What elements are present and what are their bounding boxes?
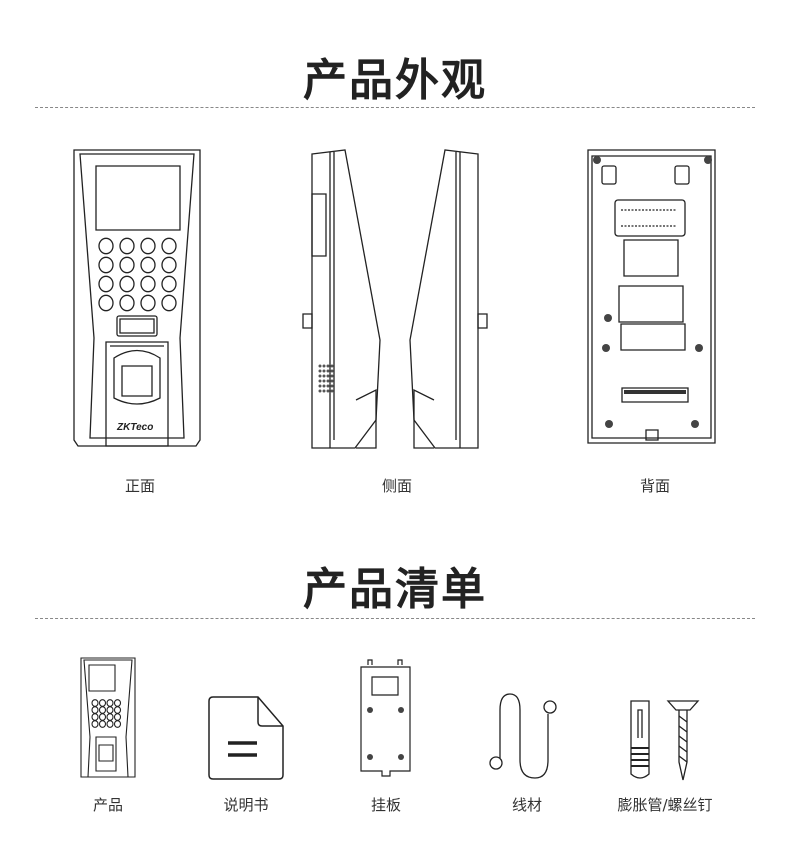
mounting-plate-icon [360, 657, 412, 781]
keypad-key [120, 295, 134, 310]
keypad-key [100, 700, 106, 707]
keypad-key [162, 276, 176, 291]
keypad-key [99, 276, 113, 291]
speaker-hole [330, 389, 334, 393]
speaker-hole [322, 374, 326, 378]
speaker-hole [318, 374, 322, 378]
anchor-screw-icon [628, 700, 703, 782]
keypad-key [99, 295, 113, 310]
keypad-key [141, 238, 155, 253]
keypad-key [115, 714, 121, 721]
keypad-key [99, 238, 113, 253]
contents-title: 产品清单 [303, 564, 487, 615]
speaker-hole [318, 379, 322, 383]
speaker-hole [318, 389, 322, 393]
speaker-hole [326, 379, 330, 383]
speaker-hole [330, 374, 334, 378]
keypad-key [115, 721, 121, 728]
keypad-key [100, 721, 106, 728]
speaker-hole [318, 369, 322, 373]
speaker-hole [326, 364, 330, 368]
keypad-key [120, 257, 134, 272]
keypad-key [120, 276, 134, 291]
keypad-key [99, 257, 113, 272]
keypad-key [141, 257, 155, 272]
speaker-hole [326, 369, 330, 373]
keypad-key [141, 276, 155, 291]
speaker-hole [330, 369, 334, 373]
speaker-hole [322, 384, 326, 388]
divider [35, 107, 755, 108]
view-label-front: 正面 [124, 477, 155, 495]
keypad-key [107, 700, 113, 707]
keypad-key [115, 707, 121, 714]
side-view-right-drawing [405, 150, 490, 450]
divider [35, 618, 755, 619]
speaker-hole [326, 374, 330, 378]
keypad-key [141, 295, 155, 310]
keypad-key [162, 257, 176, 272]
keypad-key [92, 714, 98, 721]
view-label-side: 侧面 [381, 477, 412, 495]
keypad-key [100, 707, 106, 714]
item-label-product: 产品 [92, 796, 123, 814]
manual-icon [208, 696, 284, 780]
speaker-hole [330, 384, 334, 388]
product-icon [80, 657, 136, 781]
speaker-hole [318, 384, 322, 388]
keypad-key [107, 714, 113, 721]
speaker-hole [318, 364, 322, 368]
speaker-hole [322, 364, 326, 368]
keypad-key [107, 707, 113, 714]
keypad-key [100, 714, 106, 721]
speaker-hole [330, 379, 334, 383]
keypad-key [120, 238, 134, 253]
keypad-key [107, 721, 113, 728]
keypad-key [162, 295, 176, 310]
speaker-hole [326, 389, 330, 393]
keypad-key [92, 700, 98, 707]
svg-text:ZKTeco: ZKTeco [116, 422, 153, 433]
speaker-hole [330, 364, 334, 368]
item-label-manual: 说明书 [223, 796, 269, 814]
appearance-title: 产品外观 [303, 55, 487, 106]
item-label-cable: 线材 [511, 796, 542, 814]
item-label-anchors-screws: 膨胀管/螺丝钉 [617, 796, 713, 814]
cable-icon [490, 690, 565, 782]
front-view-drawing: ZKTeco [72, 148, 202, 448]
keypad-key [92, 707, 98, 714]
keypad-key [162, 238, 176, 253]
speaker-hole [322, 389, 326, 393]
keypad-key [115, 700, 121, 707]
side-view-left-drawing [300, 150, 385, 450]
speaker-hole [322, 369, 326, 373]
speaker-hole [322, 379, 326, 383]
speaker-hole [326, 384, 330, 388]
back-view-drawing [587, 148, 722, 448]
view-label-back: 背面 [639, 477, 670, 495]
item-label-mounting-plate: 挂板 [370, 796, 401, 814]
keypad-key [92, 721, 98, 728]
